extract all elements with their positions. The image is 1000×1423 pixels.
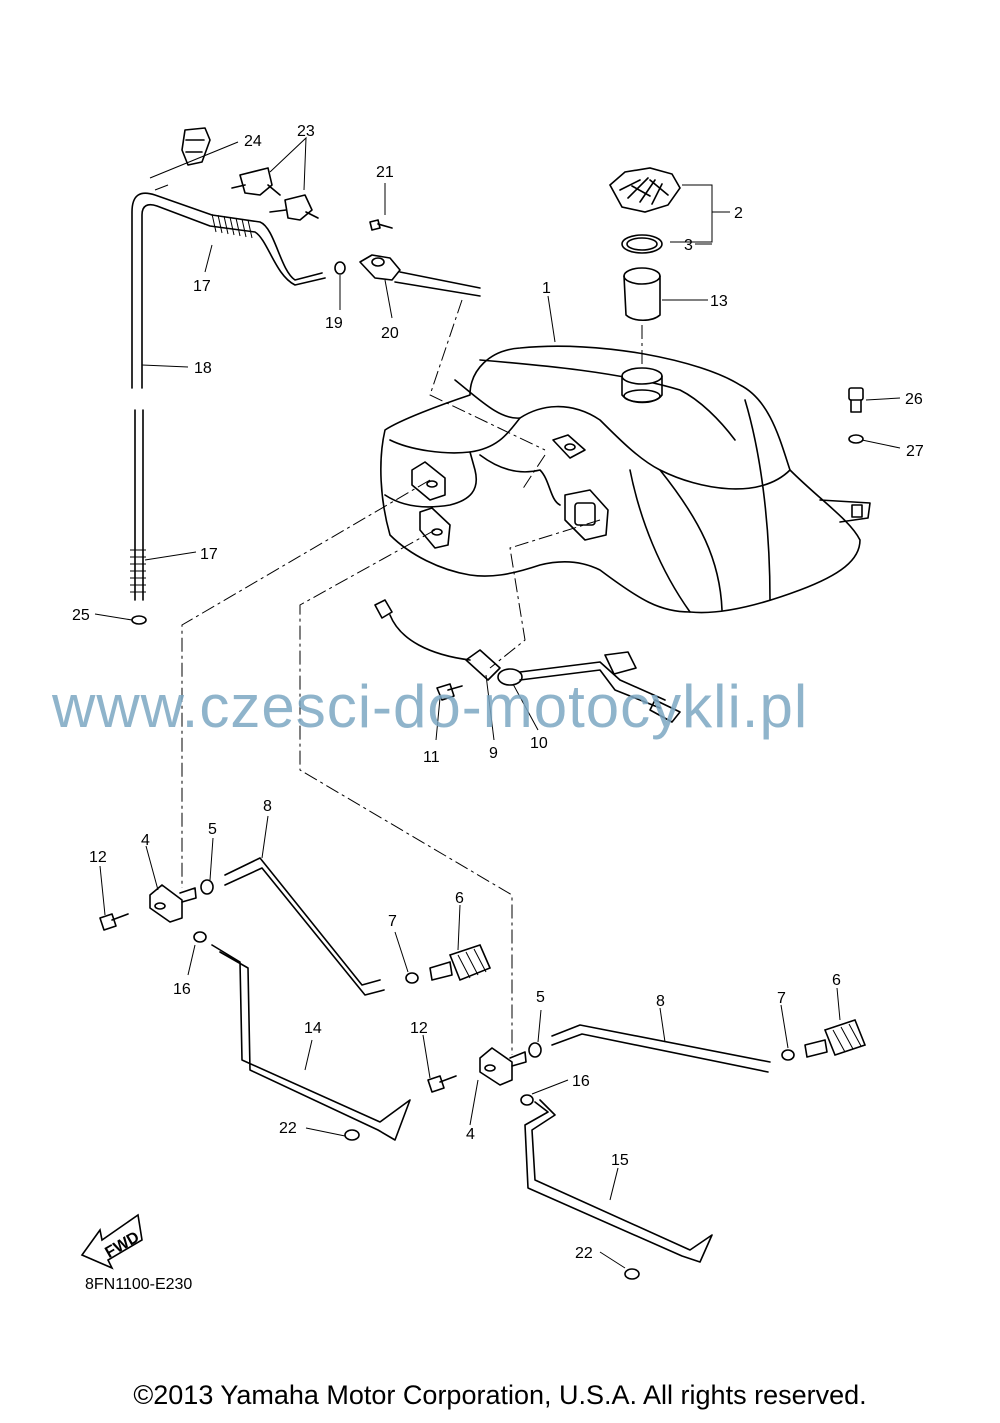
callout-3: 3 [684, 237, 693, 254]
cap-gasket [621, 234, 663, 254]
callout-12b: 12 [410, 1020, 428, 1037]
fuel-cock-right [427, 1047, 527, 1093]
callout-17b: 17 [200, 546, 218, 563]
washer-27 [848, 434, 864, 444]
callout-25: 25 [72, 607, 90, 624]
fuel-hose-8a [224, 857, 385, 996]
callout-24: 24 [244, 133, 262, 150]
valve-23 [231, 167, 319, 221]
fwd-arrow-icon: FWD [80, 1213, 143, 1270]
callout-11: 11 [423, 749, 440, 766]
callout-9: 9 [489, 745, 498, 762]
callout-16a: 16 [173, 981, 191, 998]
fuel-hose-14 [211, 944, 411, 1141]
callout-16b: 16 [572, 1073, 590, 1090]
callout-26: 26 [905, 391, 923, 408]
callout-4a: 4 [141, 832, 150, 849]
callout-2: 2 [734, 205, 743, 222]
callout-5b: 5 [536, 989, 545, 1006]
callout-19: 19 [325, 315, 343, 332]
fuel-filter-6b [781, 1019, 867, 1061]
callout-5a: 5 [208, 821, 217, 838]
callout-6a: 6 [455, 890, 464, 907]
leader-lines [94, 136, 901, 1269]
callout-13: 13 [710, 293, 728, 310]
fuel-filter-6a [405, 944, 492, 984]
watermark-url: www.czesci-do-motocykli.pl [52, 673, 809, 740]
breather-hose [130, 192, 326, 625]
callout-23: 23 [297, 123, 315, 140]
clamp-5b [528, 1042, 542, 1058]
callout-27: 27 [906, 443, 924, 460]
fitting-20 [359, 254, 481, 297]
diagram-reference-code: 8FN1100-E230 [85, 1276, 193, 1293]
callout-6b: 6 [832, 972, 841, 989]
callout-15: 15 [611, 1152, 629, 1169]
copyright-notice: ©2013 Yamaha Motor Corporation, U.S.A. A… [133, 1380, 867, 1410]
clamp-16a [193, 931, 207, 943]
callout-14: 14 [304, 1020, 322, 1037]
fuel-hose-15 [524, 1099, 713, 1263]
callout-21: 21 [376, 164, 394, 181]
callout-7b: 7 [777, 990, 786, 1007]
callout-22b: 22 [575, 1245, 593, 1262]
callout-8a: 8 [263, 798, 272, 815]
pipe-19 [334, 261, 346, 275]
clamp-5a [200, 879, 214, 895]
callout-18: 18 [194, 360, 212, 377]
fuel-cap [608, 167, 681, 213]
assembly-lines [154, 184, 643, 1055]
callout-4b: 4 [466, 1126, 475, 1143]
bolt-26 [848, 387, 864, 413]
fuel-cock-left [99, 884, 197, 931]
callout-8b: 8 [656, 993, 665, 1010]
clamp-22b [624, 1268, 640, 1280]
callout-7a: 7 [388, 913, 397, 930]
callout-17a: 17 [193, 278, 211, 295]
callout-12a: 12 [89, 849, 107, 866]
callout-1: 1 [542, 280, 551, 297]
fuel-tank [380, 345, 871, 614]
clamp-22a [344, 1129, 360, 1141]
clip-24 [181, 127, 211, 166]
callout-20: 20 [381, 325, 399, 342]
fuel-hose-8b [551, 1024, 771, 1073]
callout-10: 10 [530, 735, 548, 752]
fuel-pump-assembly [374, 599, 681, 723]
clamp-16b [520, 1094, 534, 1106]
filler-neck [623, 267, 661, 322]
callout-numbers: 1 2 3 13 26 27 24 23 21 17 19 20 18 17 2… [72, 123, 924, 1262]
screw-21 [369, 219, 393, 231]
callout-22a: 22 [279, 1120, 297, 1137]
